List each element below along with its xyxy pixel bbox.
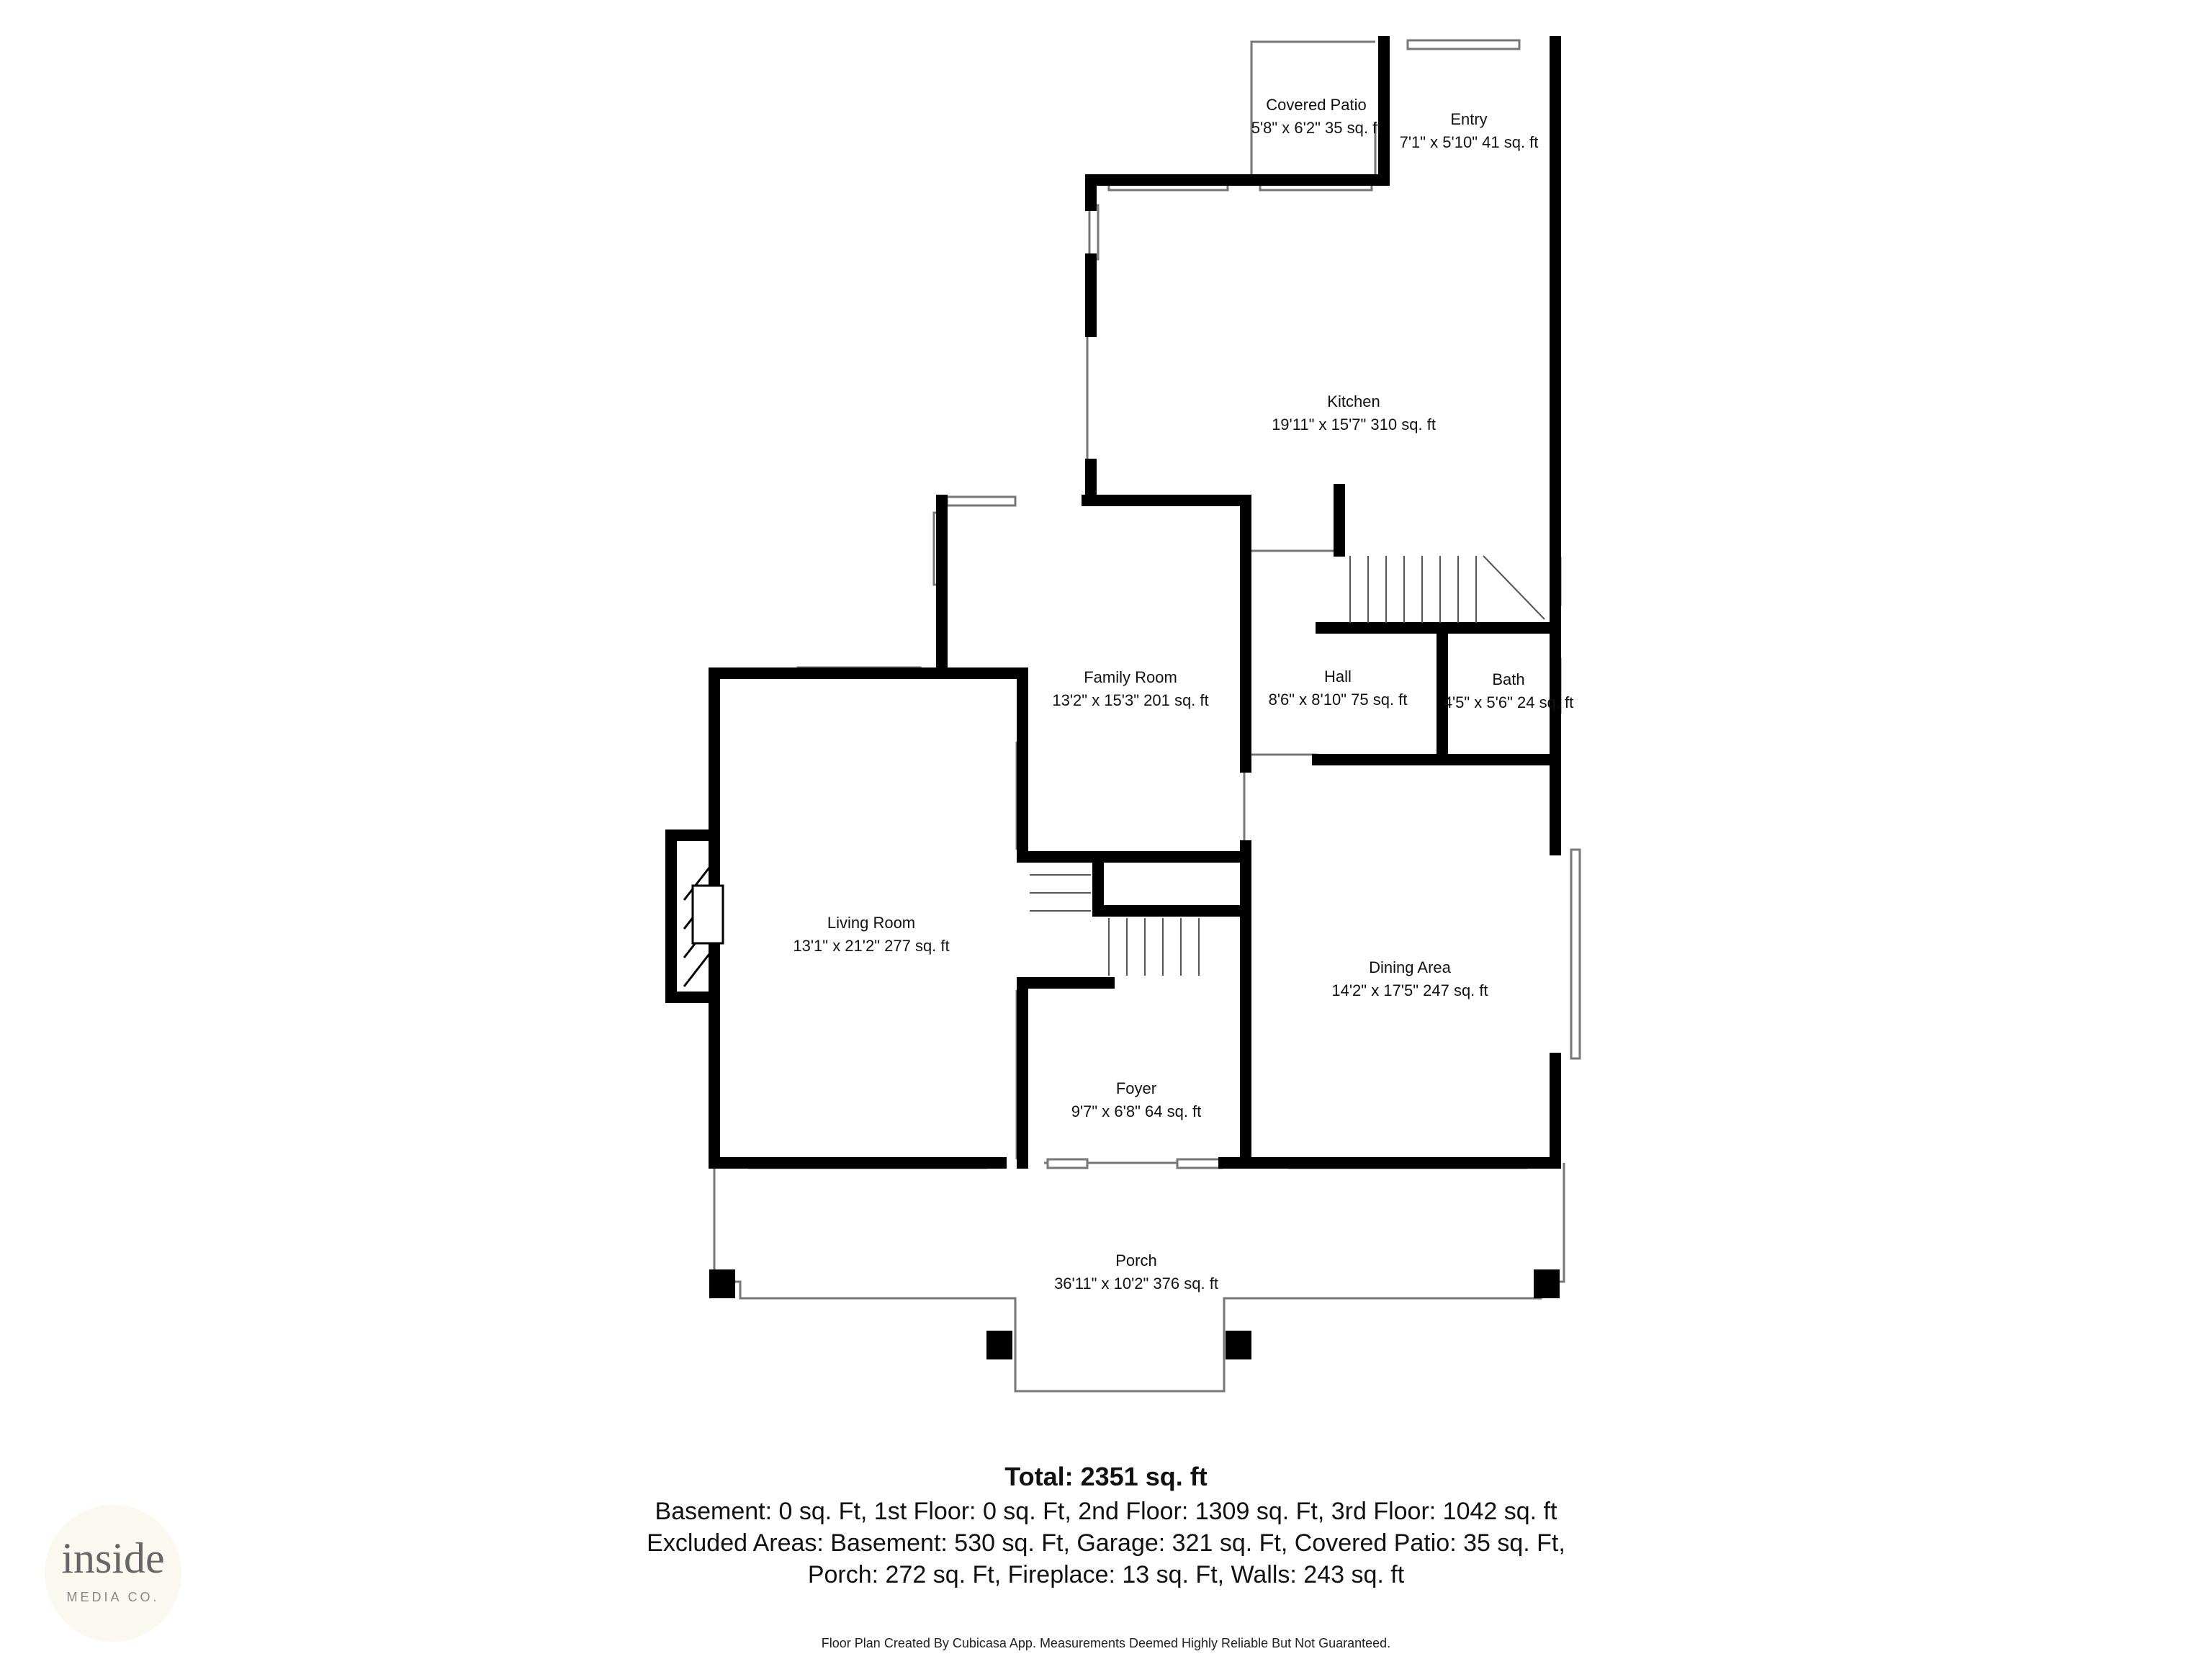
disclaimer: Floor Plan Created By Cubicasa App. Meas…	[821, 1636, 1391, 1650]
room-dims: 7'1" x 5'10" 41 sq. ft	[1399, 133, 1539, 151]
room-dims: 9'7" x 6'8" 64 sq. ft	[1071, 1102, 1202, 1120]
room-name: Entry	[1450, 110, 1488, 128]
room-name: Kitchen	[1327, 392, 1380, 410]
room-label-dining-area: Dining Area 14'2" x 17'5" 247 sq. ft	[1331, 956, 1488, 1002]
room-name: Living Room	[827, 914, 916, 932]
room-dims: 14'2" x 17'5" 247 sq. ft	[1331, 981, 1488, 999]
room-name: Porch	[1115, 1251, 1157, 1269]
room-name: Hall	[1324, 667, 1352, 685]
room-dims: 5'8" x 6'2" 35 sq. ft	[1251, 119, 1382, 137]
room-name: Covered Patio	[1266, 96, 1367, 114]
room-label-kitchen: Kitchen 19'11" x 15'7" 310 sq. ft	[1272, 390, 1436, 436]
room-label-entry: Entry 7'1" x 5'10" 41 sq. ft	[1400, 108, 1539, 154]
logo-subtitle: MEDIA CO.	[66, 1590, 160, 1604]
room-dims: 13'1" x 21'2" 277 sq. ft	[793, 937, 950, 955]
room-name: Bath	[1492, 670, 1525, 688]
summary-line-excluded-cont: Porch: 272 sq. Ft, Fireplace: 13 sq. Ft,…	[807, 1561, 1405, 1588]
room-label-foyer: Foyer 9'7" x 6'8" 64 sq. ft	[1071, 1077, 1202, 1123]
room-dims: 8'6" x 8'10" 75 sq. ft	[1268, 691, 1408, 709]
room-label-porch: Porch 36'11" x 10'2" 376 sq. ft	[1054, 1249, 1218, 1295]
porch-posts	[709, 1269, 1560, 1359]
room-dims: 19'11" x 15'7" 310 sq. ft	[1272, 415, 1436, 433]
summary-line-floors: Basement: 0 sq. Ft, 1st Floor: 0 sq. Ft,…	[655, 1498, 1557, 1525]
room-name: Dining Area	[1369, 958, 1451, 976]
room-label-bath: Bath 4'5" x 5'6" 24 sq. ft	[1444, 668, 1574, 714]
room-dims: 4'5" x 5'6" 24 sq. ft	[1443, 693, 1574, 711]
fireplace-box	[691, 884, 724, 945]
room-label-covered-patio: Covered Patio 5'8" x 6'2" 35 sq. ft	[1251, 94, 1382, 140]
total-area: Total: 2351 sq. ft	[1004, 1462, 1208, 1491]
stair-treads	[1030, 555, 1545, 976]
room-label-living-room: Living Room 13'1" x 21'2" 277 sq. ft	[793, 912, 949, 958]
room-name: Family Room	[1084, 668, 1177, 686]
room-label-family-room: Family Room 13'2" x 15'3" 201 sq. ft	[1052, 666, 1208, 712]
brand-logo: inside MEDIA CO.	[45, 1505, 181, 1642]
room-dims: 13'2" x 15'3" 201 sq. ft	[1052, 691, 1209, 709]
logo-wordmark: inside	[61, 1534, 165, 1582]
room-name: Foyer	[1115, 1079, 1157, 1097]
room-dims: 36'11" x 10'2" 376 sq. ft	[1054, 1274, 1218, 1292]
room-label-hall: Hall 8'6" x 8'10" 75 sq. ft	[1269, 665, 1408, 711]
summary-line-excluded: Excluded Areas: Basement: 530 sq. Ft, Ga…	[647, 1529, 1565, 1557]
